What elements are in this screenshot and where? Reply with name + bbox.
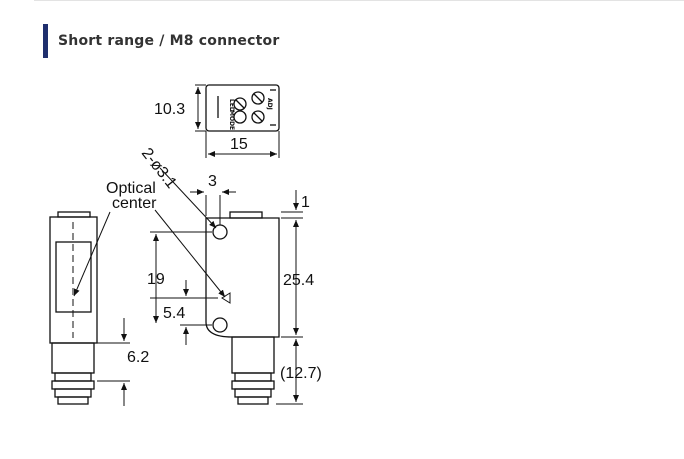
dim-side-connector: 6.2 [127, 349, 149, 366]
top-view [195, 84, 280, 158]
optical-label-line2: center [112, 195, 157, 212]
front-view [150, 189, 303, 405]
dim-connector-length: (12.7) [280, 365, 322, 382]
optical-leader-front [154, 209, 226, 298]
top-view-outline [205, 84, 280, 132]
dim-top-height: 10.3 [154, 101, 185, 118]
heading-accent-bar [43, 24, 48, 58]
optical-label-line1: Optical [106, 180, 156, 197]
dim-optical-height: 19 [147, 271, 165, 288]
dim-top-width: 15 [230, 136, 248, 153]
led-text: LED [228, 99, 235, 112]
side-view [49, 211, 130, 406]
dim-lower-hole: 5.4 [163, 305, 185, 322]
top-divider [34, 0, 684, 1]
optical-leader-side [73, 211, 111, 297]
dim-top-clearance: 1 [301, 194, 310, 211]
adj-text: ADJ [266, 98, 273, 110]
section-title: Short range / M8 connector [58, 33, 280, 49]
hole-leader [159, 167, 217, 229]
section-heading: Short range / M8 connector [43, 24, 279, 58]
dim-body-height: 25.4 [283, 272, 314, 289]
dim-hole-offset: 3 [208, 173, 217, 190]
mode-text: MODE [228, 110, 235, 130]
